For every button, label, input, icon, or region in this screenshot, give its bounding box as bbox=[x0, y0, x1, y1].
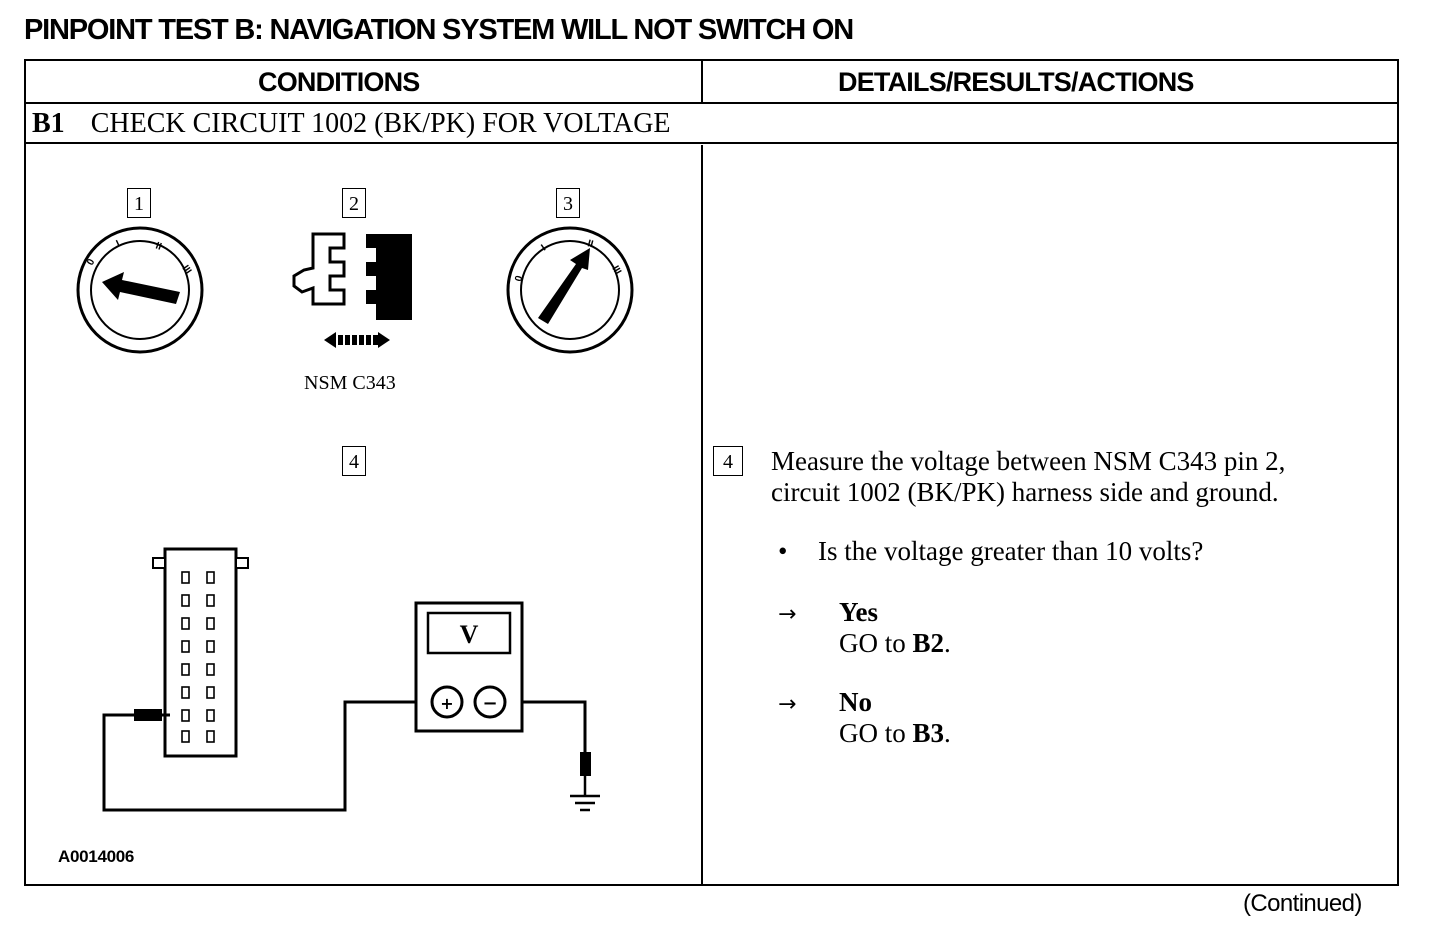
test-lead-wires bbox=[102, 700, 587, 812]
step-title: CHECK CIRCUIT 1002 (BK/PK) FOR VOLTAGE bbox=[90, 108, 671, 139]
meter-minus-terminal: − bbox=[482, 693, 497, 714]
callout-1: 1 bbox=[127, 188, 151, 218]
answer-yes-action: GO to B2. bbox=[839, 628, 951, 658]
instruction-line-1: Measure the voltage between NSM C343 pin… bbox=[771, 446, 1286, 476]
ignition-switch-on-icon bbox=[506, 226, 634, 354]
details-step-number: 4 bbox=[713, 446, 743, 476]
arrow-right-icon: → bbox=[778, 692, 797, 717]
answer-no-action: GO to B3. bbox=[839, 718, 951, 748]
key1-position-1: I bbox=[115, 238, 122, 249]
connector-disconnect-icon bbox=[292, 232, 412, 348]
callout-2: 2 bbox=[342, 188, 366, 218]
probe-tip-icon bbox=[134, 709, 162, 721]
continued-note: (Continued) bbox=[1243, 890, 1362, 917]
figure-id: A0014006 bbox=[58, 847, 135, 866]
step-heading: B1 CHECK CIRCUIT 1002 (BK/PK) FOR VOLTAGE bbox=[32, 108, 671, 140]
ground-icon bbox=[570, 752, 600, 812]
instruction-line-2: circuit 1002 (BK/PK) harness side and gr… bbox=[771, 477, 1279, 507]
key1-position-0: 0 bbox=[85, 257, 98, 268]
key3-position-1: I bbox=[539, 243, 548, 254]
key3-position-2: II bbox=[586, 238, 594, 250]
page-title: PINPOINT TEST B: NAVIGATION SYSTEM WILL … bbox=[24, 14, 854, 46]
answer-no-label: No bbox=[839, 687, 872, 717]
question-text: Is the voltage greater than 10 volts? bbox=[818, 536, 1204, 566]
pinpoint-table bbox=[24, 59, 1399, 886]
meter-plus-terminal: + bbox=[440, 694, 453, 713]
meter-symbol: V bbox=[460, 620, 479, 649]
callout-4: 4 bbox=[342, 446, 366, 476]
ignition-switch-off-icon bbox=[76, 226, 204, 354]
column-header-details: DETAILS/RESULTS/ACTIONS bbox=[838, 67, 1194, 97]
arrow-right-icon: → bbox=[778, 602, 797, 627]
answer-yes-label: Yes bbox=[839, 597, 878, 627]
column-header-conditions: CONDITIONS bbox=[258, 67, 420, 97]
instruction: Measure the voltage between NSM C343 pin… bbox=[771, 446, 1285, 508]
step-code: B1 bbox=[32, 108, 65, 139]
bullet-icon: • bbox=[778, 536, 788, 566]
voltmeter-icon bbox=[414, 601, 524, 733]
key3-position-0: 0 bbox=[513, 274, 525, 283]
connector-label: NSM C343 bbox=[304, 372, 396, 394]
callout-3: 3 bbox=[556, 188, 580, 218]
question-item: • Is the voltage greater than 10 volts? bbox=[778, 536, 1203, 567]
connector-pin-block-icon bbox=[152, 547, 249, 758]
key1-position-2: II bbox=[154, 240, 163, 252]
